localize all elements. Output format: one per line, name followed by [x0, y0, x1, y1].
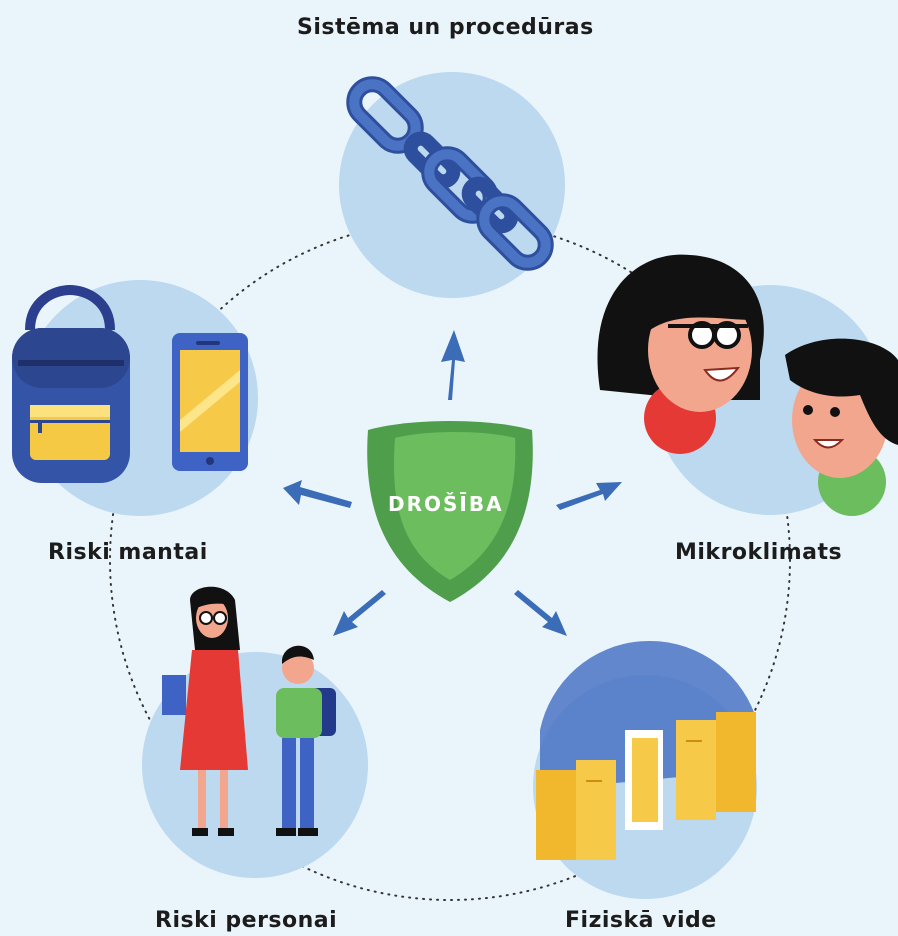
arrow-down-right-icon — [514, 590, 567, 636]
student-icon — [276, 645, 336, 836]
teacher-icon — [162, 586, 248, 836]
environment-label: Fiziskā vide — [565, 908, 717, 933]
chain-links-icon — [346, 76, 554, 271]
climate-label: Mikroklimats — [675, 540, 843, 565]
phone-icon — [172, 333, 248, 471]
arrow-up-icon — [441, 330, 465, 400]
center-label: DROŠĪBA — [388, 492, 504, 516]
arrow-right-icon — [556, 482, 622, 510]
person-label: Riski personai — [155, 908, 338, 933]
property-node — [12, 280, 258, 516]
dotted-connector-ring — [109, 219, 791, 901]
arrow-down-left-icon — [333, 590, 386, 636]
shield-icon — [367, 421, 533, 602]
man-face-icon — [785, 338, 898, 516]
property-label: Riski mantai — [48, 540, 208, 565]
climate-node — [597, 254, 898, 516]
arrows — [283, 330, 622, 636]
system-label: Sistēma un procedūras — [297, 15, 594, 40]
environment-node — [533, 640, 757, 899]
person-node — [142, 586, 368, 878]
backpack-icon — [12, 284, 130, 483]
lockers-and-door-icon — [536, 640, 756, 860]
woman-face-icon — [597, 254, 764, 454]
system-node — [339, 72, 565, 298]
arrow-left-icon — [283, 480, 352, 508]
